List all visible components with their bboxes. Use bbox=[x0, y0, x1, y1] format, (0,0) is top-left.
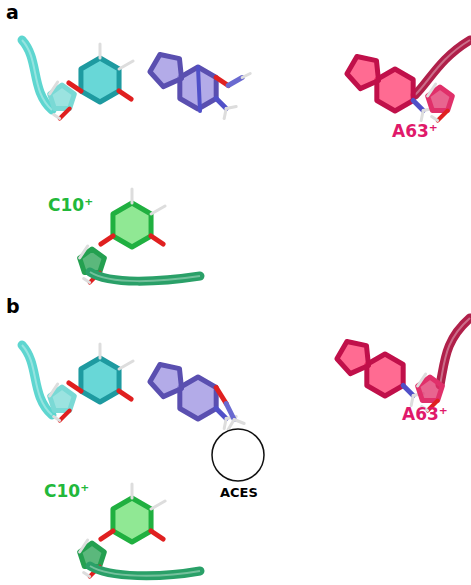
ribbon-highlight bbox=[22, 40, 52, 110]
bond-stick bbox=[198, 67, 200, 111]
bond-stick bbox=[438, 111, 448, 121]
bond-stick bbox=[151, 236, 163, 244]
bond-stick bbox=[226, 107, 236, 109]
bond-stick bbox=[411, 396, 413, 406]
residue-label: A63⁺ bbox=[402, 405, 448, 424]
backbone-ribbon bbox=[440, 318, 470, 385]
ligand-label: ACES bbox=[220, 486, 258, 500]
residue-label: C10⁺ bbox=[44, 482, 89, 501]
bond-stick bbox=[216, 409, 226, 419]
ribbon-highlight bbox=[90, 272, 200, 281]
bond-stick bbox=[242, 74, 250, 78]
bond-stick bbox=[432, 117, 438, 121]
pyrimidine-ring bbox=[113, 498, 151, 542]
bond-stick bbox=[60, 109, 70, 119]
pyrimidine-ring bbox=[81, 58, 119, 102]
purine-five-ring bbox=[347, 56, 379, 88]
bond-stick bbox=[99, 44, 102, 58]
residue-label: A63⁺ bbox=[392, 122, 438, 141]
bond-stick bbox=[151, 501, 165, 509]
bond-stick bbox=[418, 374, 426, 386]
bond-stick bbox=[131, 484, 134, 498]
bond-stick bbox=[216, 388, 226, 404]
bond-stick bbox=[101, 531, 113, 539]
bond-stick bbox=[428, 84, 436, 96]
bond-stick bbox=[119, 391, 131, 399]
bond-stick bbox=[151, 531, 163, 539]
purine-six-ring bbox=[367, 354, 403, 396]
bond-stick bbox=[50, 384, 58, 396]
bond-stick bbox=[80, 540, 88, 552]
panel-letter: a bbox=[6, 2, 19, 23]
ribbon-highlight bbox=[22, 345, 52, 415]
pyrimidine-ring bbox=[113, 203, 151, 247]
bond-stick bbox=[224, 109, 226, 119]
bond-stick bbox=[84, 279, 90, 283]
bond-stick bbox=[50, 82, 58, 94]
bond-stick bbox=[119, 61, 133, 69]
ribbon-highlight bbox=[90, 566, 200, 576]
backbone-ribbon bbox=[22, 345, 52, 415]
residue-label: C10⁺ bbox=[48, 196, 93, 215]
purine-six-ring bbox=[180, 377, 216, 419]
bond-stick bbox=[228, 78, 242, 86]
purine-six-ring bbox=[377, 69, 413, 111]
purine-five-ring bbox=[150, 364, 182, 396]
bond-stick bbox=[80, 246, 88, 258]
bond-stick bbox=[216, 99, 226, 109]
bond-stick bbox=[151, 206, 165, 214]
bond-stick bbox=[99, 344, 102, 358]
bond-stick bbox=[234, 420, 244, 424]
pyrimidine-ring bbox=[81, 358, 119, 402]
bond-stick bbox=[413, 101, 423, 111]
backbone-ribbon bbox=[90, 566, 200, 576]
bond-stick bbox=[69, 383, 81, 391]
aces-circle bbox=[212, 429, 264, 481]
bond-stick bbox=[101, 236, 113, 244]
bond-stick bbox=[226, 404, 234, 420]
bond-stick bbox=[119, 361, 133, 369]
purine-five-ring bbox=[150, 54, 182, 86]
bond-stick bbox=[54, 115, 60, 119]
bond-stick bbox=[84, 573, 90, 577]
bond-stick bbox=[421, 111, 423, 121]
bond-stick bbox=[403, 386, 413, 396]
backbone-ribbon bbox=[22, 40, 52, 110]
ribbon-highlight bbox=[440, 318, 470, 385]
panel-letter: b bbox=[6, 296, 20, 317]
bond-stick bbox=[131, 189, 134, 203]
bond-stick bbox=[69, 83, 81, 91]
bond-stick bbox=[119, 91, 131, 99]
bond-stick bbox=[60, 411, 70, 421]
backbone-ribbon bbox=[90, 272, 200, 281]
bond-stick bbox=[228, 420, 234, 430]
bond-stick bbox=[54, 417, 60, 421]
purine-five-ring bbox=[337, 341, 369, 373]
bond-stick bbox=[224, 419, 226, 429]
